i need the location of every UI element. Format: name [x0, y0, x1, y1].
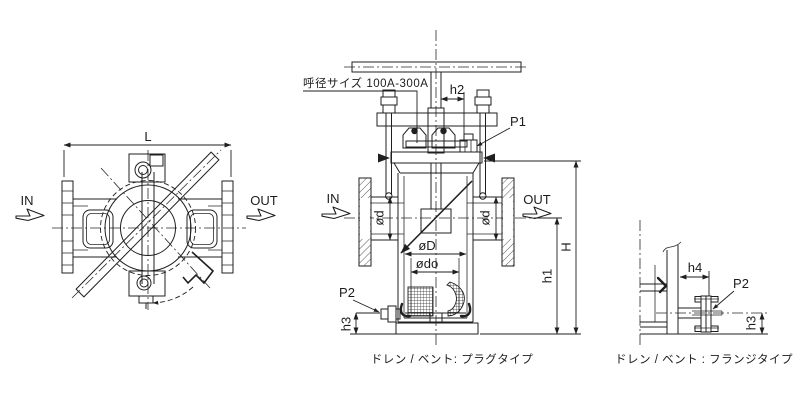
pipe-bores — [82, 209, 218, 249]
basket-foot-right — [459, 302, 472, 318]
centerlines — [344, 30, 532, 348]
swing-bolt-right — [474, 89, 492, 200]
caption-flange-type: ドレン / ベント : フランジタイプ — [615, 353, 793, 366]
dimension-h4: h4 — [679, 260, 710, 296]
yoke-beam — [376, 112, 498, 127]
inlet-nozzle: ød — [358, 177, 404, 267]
t-handle-front — [351, 61, 522, 73]
flow-arrow-out — [246, 208, 276, 222]
p1-callout: P1 — [476, 114, 526, 147]
mesh-screen — [407, 286, 434, 317]
p2-drain-plug — [380, 305, 401, 323]
dimension-H: H — [480, 160, 581, 335]
size-note: 呼径サイズ 100A-300A — [303, 76, 428, 143]
p1-vent-plug — [459, 133, 478, 153]
dimension-h3: h3 — [338, 312, 396, 335]
outlet-flange-plan — [221, 180, 234, 274]
p2-callout: P2 — [339, 285, 380, 313]
dim-label-L: L — [144, 129, 151, 144]
flow-label-in: IN — [327, 191, 340, 206]
dimension-L: L — [63, 129, 232, 177]
dim-label-D: øD — [418, 238, 435, 253]
flow-arrow-out — [522, 206, 552, 220]
dim-label-bore-out: ød — [477, 210, 492, 225]
flow-label-out: OUT — [250, 193, 278, 208]
basket-foot-left — [399, 302, 412, 318]
flow-label-out: OUT — [523, 192, 551, 207]
drain-flange-assembly — [678, 295, 723, 333]
dim-label-H: H — [558, 242, 573, 251]
t-handle-bar — [75, 151, 220, 298]
top-clamp-assembly — [128, 153, 166, 183]
outlet-nozzle: ød — [467, 177, 515, 267]
front-view: 呼径サイズ 100A-300A h2 — [303, 30, 581, 366]
cover-plate — [378, 151, 495, 164]
dim-label-h3: h3 — [338, 317, 353, 331]
swing-bolt-left — [380, 89, 398, 200]
port-label-p2: P2 — [733, 276, 749, 291]
basket-screen — [446, 281, 465, 317]
cover-clamp-housings — [402, 127, 468, 149]
dim-label-h2: h2 — [450, 82, 464, 97]
centerlines — [639, 220, 770, 345]
dim-label-do: ødo — [416, 256, 438, 271]
flow-arrow-in — [15, 208, 45, 222]
port-label-p2: P2 — [339, 285, 355, 300]
bottom-clamp-assembly — [128, 270, 166, 309]
flow-label-in: IN — [21, 193, 34, 208]
detail-view: h4 P2 h3 ドレン / ベント : フランジタイプ — [615, 220, 793, 366]
port-label-p1: P1 — [510, 114, 526, 129]
basket-hook — [656, 276, 668, 294]
basket-interior — [398, 180, 473, 324]
cover-yoke-strip — [141, 172, 155, 284]
dim-label-bore-in: ød — [371, 210, 386, 225]
dimension-h1: h1 — [534, 217, 562, 335]
handle-lock-hook — [182, 251, 215, 285]
inlet-flange-plan — [61, 180, 74, 274]
dim-label-h1: h1 — [539, 269, 554, 283]
caption-plug-type: ドレン / ベント: プラグタイプ — [371, 352, 533, 366]
vessel-wall-section — [640, 241, 682, 335]
dim-label-h4: h4 — [688, 260, 702, 275]
rotation-arc-arrow — [152, 286, 194, 305]
dimension-body-outer: øD — [404, 238, 467, 257]
base-plate — [395, 322, 479, 335]
size-note-label: 呼径サイズ 100A-300A — [303, 76, 428, 90]
dim-label-h3: h3 — [743, 316, 758, 330]
dimension-h3: h3 — [678, 312, 768, 335]
p2-callout: P2 — [712, 276, 749, 310]
plan-view: L — [15, 129, 278, 310]
dimension-body-inner: ødo — [410, 256, 460, 275]
flow-arrow-in — [321, 206, 351, 220]
dimension-h2: h2 — [440, 82, 465, 137]
pipe-outline — [73, 198, 222, 258]
